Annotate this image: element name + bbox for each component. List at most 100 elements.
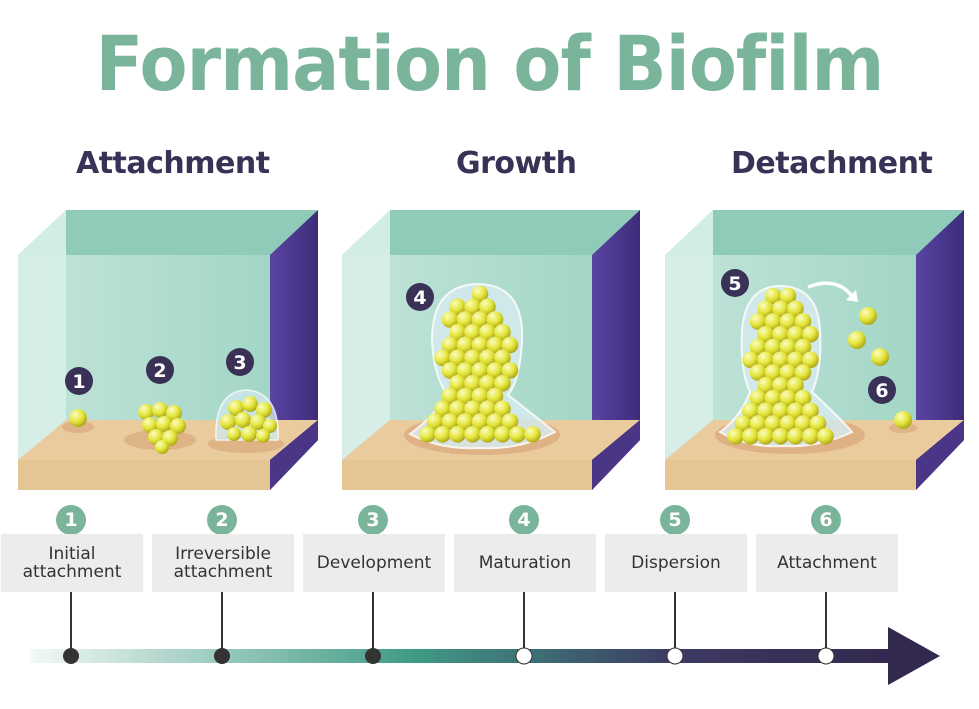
timeline-dot-6 bbox=[817, 647, 835, 665]
bacteria-cell bbox=[434, 400, 451, 418]
bacteria-cell bbox=[779, 415, 797, 432]
bacteria-cell bbox=[817, 428, 834, 445]
bacteria-cell bbox=[441, 311, 459, 328]
step-badge-4: 4 bbox=[509, 505, 539, 535]
bacteria-cell bbox=[449, 400, 466, 418]
bacteria-cell bbox=[757, 326, 774, 343]
timeline-connectors bbox=[70, 592, 827, 656]
bacteria-cell bbox=[449, 298, 466, 316]
step-label-5: Dispersion bbox=[605, 534, 747, 592]
bacteria-cell bbox=[524, 426, 541, 443]
bacteria-cell bbox=[749, 338, 767, 356]
bacteria-cell bbox=[464, 298, 481, 316]
bacteria-cell bbox=[456, 336, 474, 354]
timeline-arrowhead bbox=[888, 627, 940, 685]
free-cells bbox=[848, 307, 917, 433]
step-label-1: Initial attachment bbox=[1, 534, 143, 592]
bacteria-microcolony bbox=[208, 389, 284, 453]
bacteria-cell bbox=[802, 402, 819, 420]
bacteria-cell bbox=[464, 349, 481, 367]
bacteria-cell bbox=[479, 324, 496, 341]
bacteria-cell bbox=[802, 428, 819, 445]
bacteria-cell bbox=[494, 426, 511, 443]
bacteria-cell bbox=[486, 362, 504, 379]
bacteria-cell bbox=[471, 387, 489, 405]
bacteria-cell bbox=[479, 426, 496, 443]
bacteria-cell bbox=[441, 362, 459, 379]
bacteria-cell bbox=[419, 426, 436, 443]
bacteria-cell bbox=[779, 287, 797, 305]
bacteria-cell bbox=[757, 402, 774, 420]
svg-text:3: 3 bbox=[233, 352, 246, 374]
bacteria-cell bbox=[479, 298, 496, 316]
bacteria-cell bbox=[779, 364, 797, 381]
bacteria-cell bbox=[479, 349, 496, 367]
bacteria-cell bbox=[494, 400, 511, 418]
bacteria-cell bbox=[734, 415, 752, 432]
svg-text:5: 5 bbox=[728, 273, 741, 295]
bacteria-cell bbox=[494, 324, 511, 341]
bacteria-cell bbox=[809, 415, 827, 432]
bacteria-cell bbox=[772, 326, 789, 343]
bacteria-cell bbox=[464, 375, 481, 392]
bacteria-cell bbox=[501, 413, 519, 430]
bacteria-cell bbox=[486, 387, 504, 405]
phase-title-detachment: Detachment bbox=[731, 146, 933, 181]
scene-marker-5: 5 bbox=[721, 269, 749, 297]
bacteria-cell bbox=[742, 428, 759, 445]
bacteria-cell bbox=[749, 389, 767, 407]
phase-title-attachment: Attachment bbox=[76, 146, 270, 181]
bacteria-cell bbox=[764, 364, 782, 381]
bacteria-cluster bbox=[124, 402, 196, 454]
page-title: Formation of Biofilm bbox=[95, 19, 885, 108]
bacteria-cell bbox=[757, 428, 774, 445]
bacteria-cell bbox=[456, 413, 474, 430]
bacteria-cell bbox=[742, 402, 759, 420]
timeline-dot-1 bbox=[63, 648, 79, 664]
bacteria-cell bbox=[456, 362, 474, 379]
bacteria-cell bbox=[802, 326, 819, 343]
bacteria-cell bbox=[501, 362, 519, 379]
bacteria-cell bbox=[802, 351, 819, 369]
bacteria-cell bbox=[449, 324, 466, 341]
timeline-dot-3 bbox=[365, 648, 381, 664]
bacteria-cell bbox=[456, 387, 474, 405]
step-badge-6: 6 bbox=[811, 505, 841, 535]
bacteria-cell bbox=[749, 313, 767, 330]
bacteria-cell bbox=[426, 413, 444, 430]
bacteria-cell bbox=[471, 285, 489, 303]
bacteria-cell bbox=[794, 389, 812, 407]
bacteria-cell bbox=[479, 400, 496, 418]
bacteria-cell bbox=[794, 364, 812, 381]
bacteria-cell bbox=[787, 402, 804, 420]
timeline bbox=[30, 592, 940, 685]
bacteria-cell bbox=[441, 387, 459, 405]
bacteria-cell bbox=[749, 415, 767, 432]
bacteria-cell bbox=[742, 351, 759, 369]
step-label-4: Maturation bbox=[454, 534, 596, 592]
step-label-6: Attachment bbox=[756, 534, 898, 592]
bacteria-cell bbox=[764, 338, 782, 356]
bacteria-cell bbox=[757, 377, 774, 394]
dispersal-arrowhead bbox=[846, 290, 858, 302]
bacteria-cell bbox=[772, 351, 789, 369]
svg-text:6: 6 bbox=[875, 380, 888, 402]
bacteria-cell bbox=[772, 402, 789, 420]
svg-text:4: 4 bbox=[413, 287, 426, 309]
bacteria-cell bbox=[757, 351, 774, 369]
bacteria-cell bbox=[479, 375, 496, 392]
bacteria-cell bbox=[772, 428, 789, 445]
bacteria-cell bbox=[456, 311, 474, 328]
bacteria-cell bbox=[464, 400, 481, 418]
bacteria-cell bbox=[441, 413, 459, 430]
bacteria-cell bbox=[494, 349, 511, 367]
bacteria-cell bbox=[486, 413, 504, 430]
phase-title-growth: Growth bbox=[456, 146, 577, 181]
bacteria-cell bbox=[787, 351, 804, 369]
bacteria-cell bbox=[434, 349, 451, 367]
bacteria-cell bbox=[471, 336, 489, 354]
bacteria-cell bbox=[449, 349, 466, 367]
bacteria-cell bbox=[449, 426, 466, 443]
bacteria-cell bbox=[471, 413, 489, 430]
